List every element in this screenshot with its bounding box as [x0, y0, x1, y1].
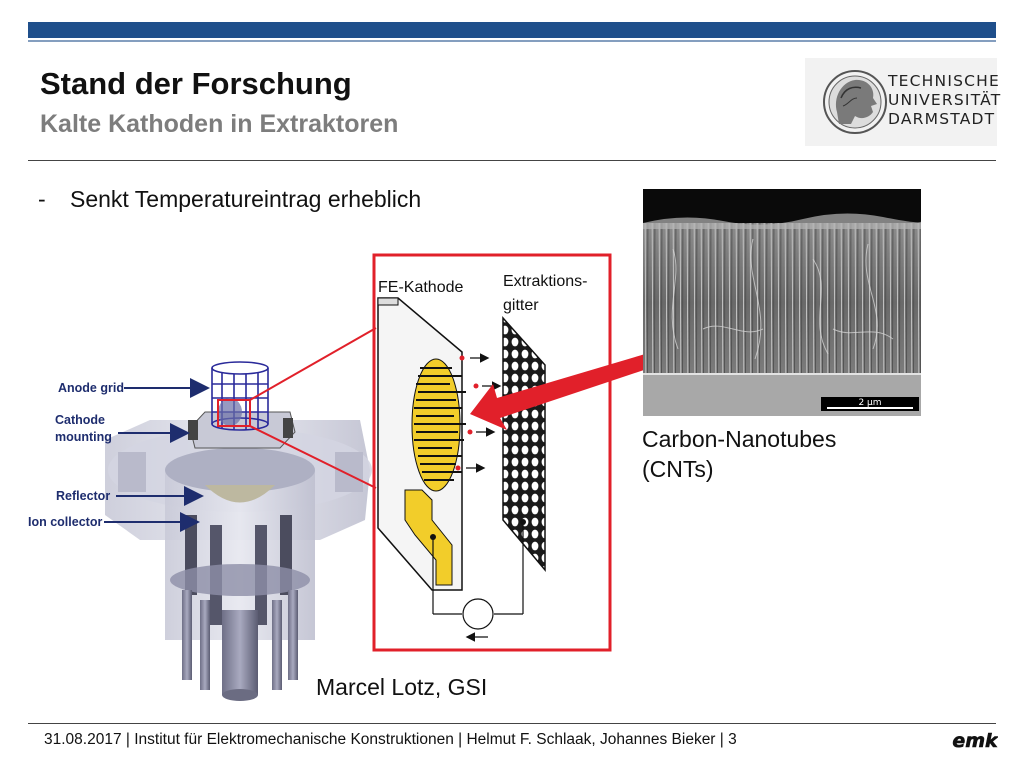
- university-name: TECHNISCHE UNIVERSITÄT DARMSTADT: [888, 72, 1001, 129]
- label-cathode-line-1: Cathode: [55, 413, 105, 427]
- footer-text: 31.08.2017 | Institut für Elektromechani…: [44, 731, 737, 748]
- cnt-micrograph: 2 µm: [643, 189, 921, 416]
- callout-line-top: [249, 327, 377, 401]
- bullet-marker: -: [38, 186, 46, 212]
- component-labels: Anode grid Cathode mounting Reflector Io…: [28, 378, 210, 532]
- extraction-grid: [502, 316, 546, 573]
- bullet-text: Senkt Temperatureintrag erheblich: [70, 186, 422, 212]
- logo-line-2: UNIVERSITÄT: [888, 91, 1002, 109]
- label-cathode-line-2: mounting: [55, 430, 112, 444]
- inset-label-grid-2: gitter: [503, 297, 539, 314]
- top-accent-bar: [28, 22, 996, 38]
- cnt-caption-line-2: (CNTs): [642, 456, 714, 482]
- label-ion-collector: Ion collector: [28, 515, 102, 529]
- emk-logo-text: emk: [952, 730, 998, 752]
- athena-head-icon: [823, 70, 887, 134]
- slide-subtitle: Kalte Kathoden in Extraktoren: [40, 110, 399, 138]
- top-accent-line: [28, 40, 996, 42]
- label-reflector: Reflector: [56, 489, 110, 503]
- footer-divider: [28, 723, 996, 724]
- nanotube-emitters: [414, 367, 466, 481]
- electron-emission: [455, 355, 479, 471]
- inset-label-fe-cathode: FE-Kathode: [378, 279, 463, 296]
- logo-line-1: TECHNISCHE: [888, 72, 1001, 90]
- callout-box-small: [217, 399, 251, 427]
- header-divider: [28, 160, 996, 161]
- cnt-caption: Carbon-Nanotubes (CNTs): [642, 424, 836, 484]
- red-pointer-arrow: [470, 352, 656, 430]
- label-anode-grid: Anode grid: [58, 381, 124, 395]
- extractor-model: [105, 361, 372, 701]
- circuit: [432, 522, 524, 642]
- scale-bar-label: 2 µm: [858, 398, 881, 408]
- image-credit: Marcel Lotz, GSI: [316, 674, 488, 700]
- university-logo: TECHNISCHE UNIVERSITÄT DARMSTADT: [805, 58, 1000, 146]
- bullet-point: -Senkt Temperatureintrag erheblich: [38, 186, 421, 213]
- callout-line-bottom: [249, 425, 377, 489]
- emk-logo-icon: emk: [952, 730, 998, 752]
- cnt-caption-line-1: Carbon-Nanotubes: [642, 426, 837, 452]
- logo-line-3: DARMSTADT: [888, 110, 996, 128]
- inset-frame: [372, 253, 612, 652]
- slide-title: Stand der Forschung: [40, 66, 352, 101]
- callout: [217, 253, 612, 652]
- inset-label-grid-1: Extraktions-: [503, 273, 587, 290]
- fe-cathode-inset: FE-Kathode Extraktions- gitter: [377, 273, 587, 642]
